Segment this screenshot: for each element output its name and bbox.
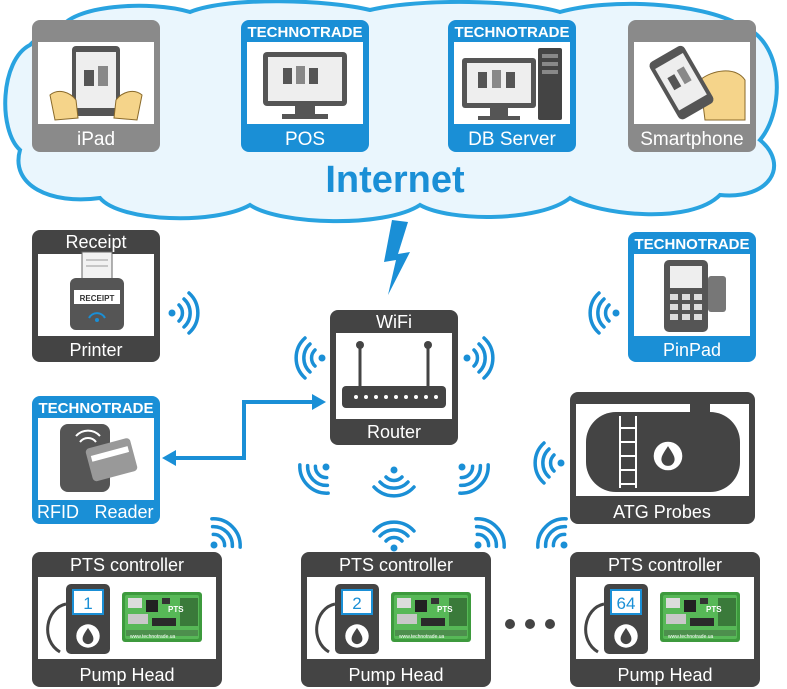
ipad-label: iPad [77,129,115,150]
internet-label: Internet [325,159,465,201]
router-wifi-bottom-left-icon [291,448,345,502]
router-icon [342,341,446,408]
controller-board-icon: PTS www.technotrade.ua [391,592,471,642]
atg-label: ATG Probes [613,502,711,522]
smartphone-card[interactable]: Smartphone [628,20,756,152]
db-server-brand: TECHNOTRADE [455,24,570,41]
tablet-hands-icon [49,46,143,121]
router-card[interactable]: WiFi Router [330,310,458,445]
pump-icon: 1 [46,584,110,654]
rfid-label-right: Reader [94,502,153,522]
pump-icon: 2 [315,584,379,654]
controller-board-icon: PTS www.technotrade.ua [660,592,740,642]
db-server-card[interactable]: TECHNOTRADE DB Server [448,20,576,152]
atg-wifi-icon [533,441,567,485]
pts-title-3: PTS controller [608,555,722,575]
rfid-reader-card[interactable]: TECHNOTRADE RFID Reader [32,396,160,524]
pump-number-1: 1 [83,594,92,613]
board-url-2: www.technotrade.ua [399,634,445,640]
board-label-1: PTS [168,605,184,614]
desktop-server-icon [462,48,562,120]
rfid-brand: TECHNOTRADE [39,400,154,417]
pos-brand: TECHNOTRADE [248,24,363,41]
pinpad-brand: TECHNOTRADE [635,236,750,253]
pos-monitor-icon [263,52,347,119]
pts2-wifi-left-icon [372,520,416,554]
internet-cloud [3,0,779,224]
pinpad-label: PinPad [663,340,721,360]
pts-label-2: Pump Head [348,665,443,685]
pos-card[interactable]: TECHNOTRADE POS [241,20,369,152]
pump-number-3: 64 [617,594,636,613]
pts-title-2: PTS controller [339,555,453,575]
pinpad-wifi-icon [588,291,622,335]
pts-label-3: Pump Head [617,665,712,685]
router-label: Router [367,422,421,442]
db-server-label: DB Server [468,129,556,150]
lightning-bolt-icon [384,220,410,295]
router-title: WiFi [376,312,412,332]
smartphone-hand-icon [649,45,746,121]
board-label-2: PTS [437,605,453,614]
pump-icon: 64 [584,584,648,654]
rfid-card-reader-icon [60,424,138,492]
board-label-3: PTS [706,605,722,614]
fuel-tank-icon [586,404,740,492]
board-url-1: www.technotrade.ua [130,634,176,640]
ipad-card[interactable]: iPad [32,20,160,152]
pts-title-1: PTS controller [70,555,184,575]
controller-board-icon: PTS www.technotrade.ua [122,592,202,642]
receipt-printer-icon: RECEIPT [70,251,124,330]
pump-number-2: 2 [352,594,361,613]
printer-title: Receipt [65,232,126,252]
atg-probes-card[interactable]: ATG Probes [570,392,755,524]
printer-wifi-icon [166,291,200,335]
receipt-printer-card[interactable]: Receipt RECEIPT Printer [32,230,160,362]
rfid-label-left: RFID [37,502,79,522]
pts-controller-1[interactable]: PTS controller 1 PTS www.technotrade.ua … [32,552,222,687]
pinpad-card[interactable]: TECHNOTRADE PinPad [628,232,756,362]
pts-controller-64[interactable]: PTS controller 64 PTS www.technotrade.ua… [570,552,760,687]
router-wifi-bottom-icon [372,464,416,498]
router-rfid-link-arrow [162,394,326,466]
pos-label: POS [285,129,325,150]
receipt-paper-text: RECEIPT [80,294,115,303]
pts-controller-2[interactable]: PTS controller 2 PTS www.technotrade.ua … [301,552,491,687]
router-wifi-bottom-right-icon [443,448,497,502]
router-wifi-right-icon [461,336,495,380]
router-wifi-left-icon [294,336,328,380]
pinpad-terminal-icon [664,260,726,332]
smartphone-label: Smartphone [640,129,744,150]
pts-label-1: Pump Head [79,665,174,685]
board-url-3: www.technotrade.ua [668,634,714,640]
printer-label: Printer [69,340,122,360]
more-controllers-ellipsis [505,619,555,629]
